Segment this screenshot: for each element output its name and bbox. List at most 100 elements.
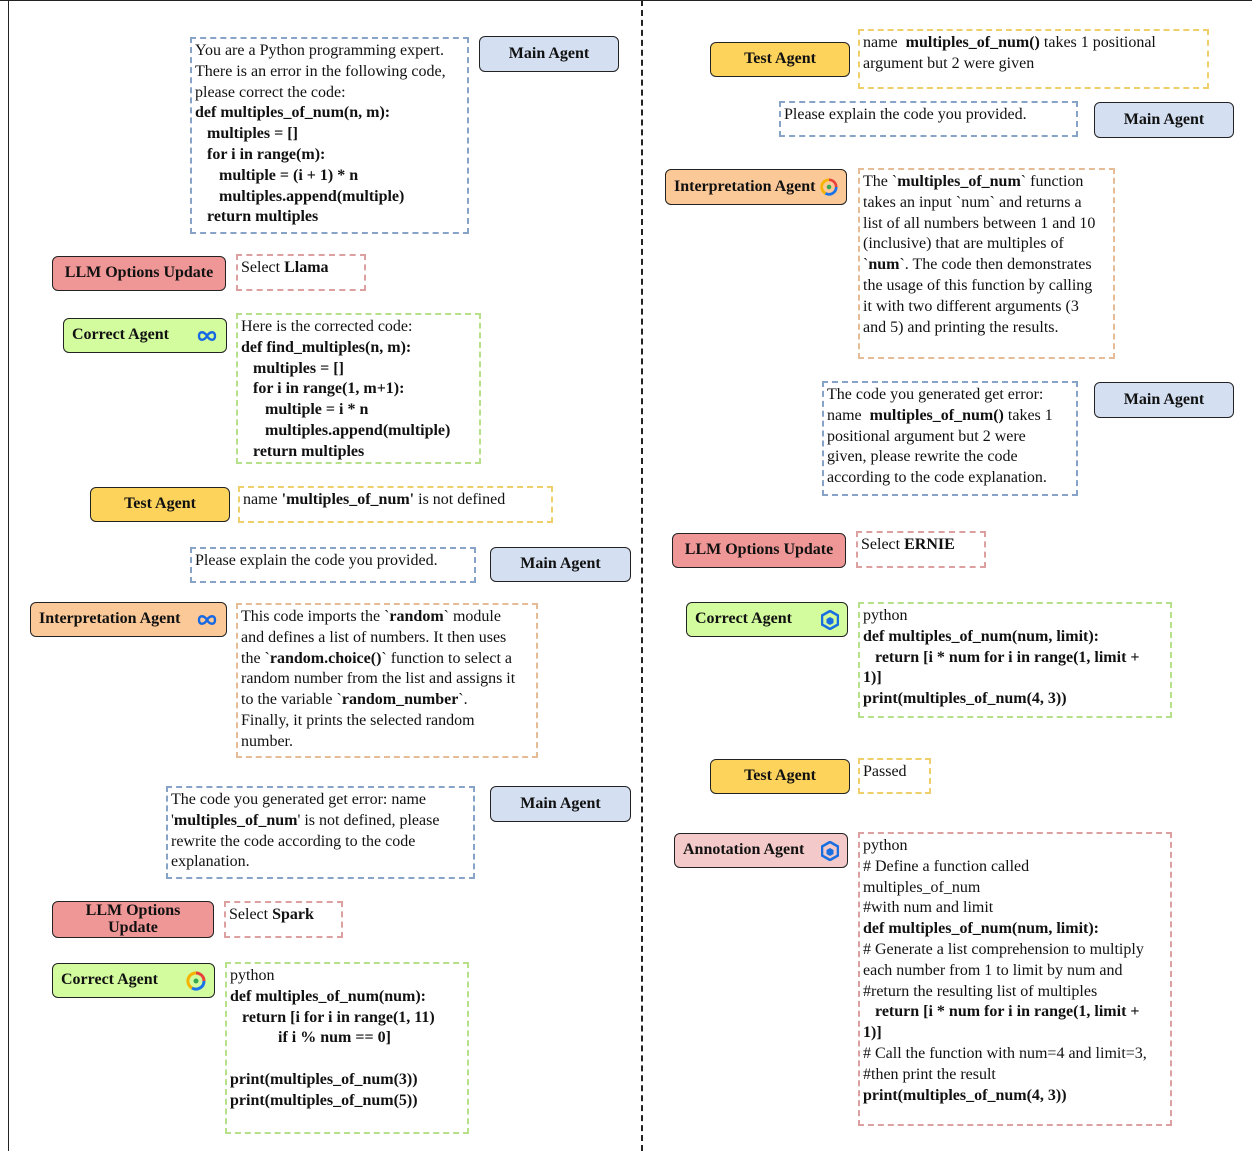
text-line: # Define a function called <box>863 857 1167 878</box>
text-segment: The code you generated get error: name <box>171 791 426 808</box>
text-line: `num`. The code then demonstrates <box>863 255 1110 276</box>
figure-top-border <box>0 0 1252 1</box>
spark-icon <box>820 178 838 196</box>
text-line: and defines a list of numbers. It then u… <box>241 628 533 649</box>
text-line: please correct the code: <box>195 83 464 104</box>
text-line: to the variable `random_number`. <box>241 690 533 711</box>
text-segment: positional argument but 2 were <box>827 427 1026 445</box>
text-segment: multiples_of_num <box>863 878 981 896</box>
bold-text: print(multiples_of_num(3)) <box>230 1070 418 1088</box>
figure-left-border <box>8 0 9 1151</box>
meta-infinity-icon <box>196 614 218 626</box>
text-line: multiples_of_num <box>863 878 1167 899</box>
text-segment: takes an input `num` and returns a <box>863 193 1082 211</box>
bold-text: multiple = i * n <box>241 401 369 419</box>
llm-options-update-label: LLM Options Update <box>672 533 846 568</box>
text-segment: name <box>827 406 870 424</box>
bold-text: multiples.append(multiple) <box>241 421 451 439</box>
bold-text: multiple = (i + 1) * n <box>195 166 359 184</box>
text-segment: random number from the list and assigns … <box>241 670 516 688</box>
text-line: This code imports the `random` module <box>241 607 533 628</box>
text-segment: is not defined <box>414 491 506 508</box>
text-segment: and defines a list of numbers. It then u… <box>241 628 507 646</box>
text-line: Passed <box>863 762 926 783</box>
text-line: 1)] <box>863 1023 1167 1044</box>
text-segment: #then print the result <box>863 1065 996 1083</box>
llm-selection-box: Select ERNIE <box>856 531 986 568</box>
spark-icon <box>186 970 206 991</box>
text-line: Here is the corrected code: <box>241 317 476 338</box>
text-segment: Please explain the code you provided. <box>784 106 1027 123</box>
text-line: The code you generated get error: name <box>171 790 470 811</box>
bold-text: random.choice() <box>269 649 382 667</box>
text-line: name multiples_of_num() takes 1 position… <box>863 33 1204 54</box>
text-line: multiples = [] <box>241 359 476 380</box>
text-segment: (inclusive) that are multiples of <box>863 235 1064 253</box>
text-line: def multiples_of_num(num, limit): <box>863 919 1167 940</box>
main-agent-label: Main Agent <box>1094 382 1234 418</box>
bold-text: return [i * num for i in range(1, limit … <box>863 1003 1140 1021</box>
text-segment: Please explain the code you provided. <box>195 552 438 569</box>
main-agent-message-box: You are a Python programming expert. Ther… <box>190 37 469 234</box>
text-line: argument but 2 were given <box>863 54 1204 75</box>
test-result-box: name 'multiples_of_num' is not defined <box>238 486 553 523</box>
text-segment: `. The code then demonstrates <box>899 256 1092 274</box>
text-line: def find_multiples(n, m): <box>241 338 476 359</box>
text-segment: argument but 2 were given <box>863 54 1035 72</box>
bold-text: print(multiples_of_num(4, 3)) <box>863 690 1067 708</box>
text-segment: You are a Python programming expert. <box>195 42 444 59</box>
main-agent-message-box: The code you generated get error:name mu… <box>822 381 1078 496</box>
text-line: multiples.append(multiple) <box>195 187 464 208</box>
bold-text: multiples_of_num <box>897 173 1021 190</box>
text-line: def multiples_of_num(num, limit): <box>863 627 1167 648</box>
bold-text: num <box>868 256 900 274</box>
text-segment: the usage of this function by calling <box>863 276 1093 294</box>
text-line: return [i * num for i in range(1, limit … <box>863 648 1167 669</box>
llm-options-update-label: LLM Options Update <box>52 901 214 938</box>
bold-text: def multiples_of_num(num, limit): <box>863 920 1099 938</box>
text-line: return [i * num for i in range(1, limit … <box>863 1002 1167 1023</box>
main-agent-label: Main Agent <box>490 786 631 822</box>
text-line: #then print the result <box>863 1065 1167 1086</box>
test-agent-label: Test Agent <box>710 42 850 77</box>
bold-text: ERNIE <box>904 536 955 553</box>
text-segment: python <box>863 837 908 854</box>
correct-agent-label: Correct Agent <box>52 963 215 998</box>
text-line: python <box>230 966 464 987</box>
bold-text: return multiples <box>241 442 365 460</box>
text-segment: given, please rewrite the code <box>827 448 1018 466</box>
bold-text: print(multiples_of_num(5)) <box>230 1091 418 1109</box>
interpretation-agent-label: Interpretation Agent <box>665 169 847 205</box>
text-segment: This code imports the ` <box>241 608 390 625</box>
bold-text: multiples_of_num() <box>869 406 1004 424</box>
ernie-cube-icon <box>821 609 839 630</box>
bold-text: def find_multiples(n, m): <box>241 338 412 356</box>
text-segment: There is an error in the following code, <box>195 62 446 80</box>
bold-text: print(multiples_of_num(4, 3)) <box>863 1086 1067 1104</box>
bold-text: 'multiples_of_num' <box>281 491 415 508</box>
test-result-box: name multiples_of_num() takes 1 position… <box>858 29 1209 89</box>
ernie-cube-icon <box>821 840 839 861</box>
text-line: #return the resulting list of multiples <box>863 982 1167 1003</box>
text-line: each number from 1 to limit by num and <box>863 961 1167 982</box>
text-line: The code you generated get error: <box>827 385 1073 406</box>
text-line: print(multiples_of_num(4, 3)) <box>863 1086 1167 1107</box>
text-line: # Generate a list comprehension to multi… <box>863 940 1167 961</box>
bold-text: for i in range(1, m+1): <box>241 380 405 398</box>
text-line: for i in range(1, m+1): <box>241 379 476 400</box>
test-agent-label: Test Agent <box>710 759 850 794</box>
text-line: name 'multiples_of_num' is not defined <box>243 490 548 511</box>
text-line: python <box>863 606 1167 627</box>
text-line: Finally, it prints the selected random <box>241 711 533 732</box>
text-line: it with two different arguments (3 <box>863 297 1110 318</box>
text-segment: ` module <box>443 608 501 625</box>
text-segment: #with num and limit <box>863 899 994 917</box>
text-line: multiples = [] <box>195 124 464 145</box>
main-agent-message-box: The code you generated get error: name'm… <box>166 786 475 879</box>
text-segment: Finally, it prints the selected random <box>241 711 475 729</box>
text-line: print(multiples_of_num(4, 3)) <box>863 689 1167 710</box>
bold-text: if i % num == 0] <box>230 1029 391 1047</box>
text-line: # Call the function with num=4 and limit… <box>863 1044 1167 1065</box>
